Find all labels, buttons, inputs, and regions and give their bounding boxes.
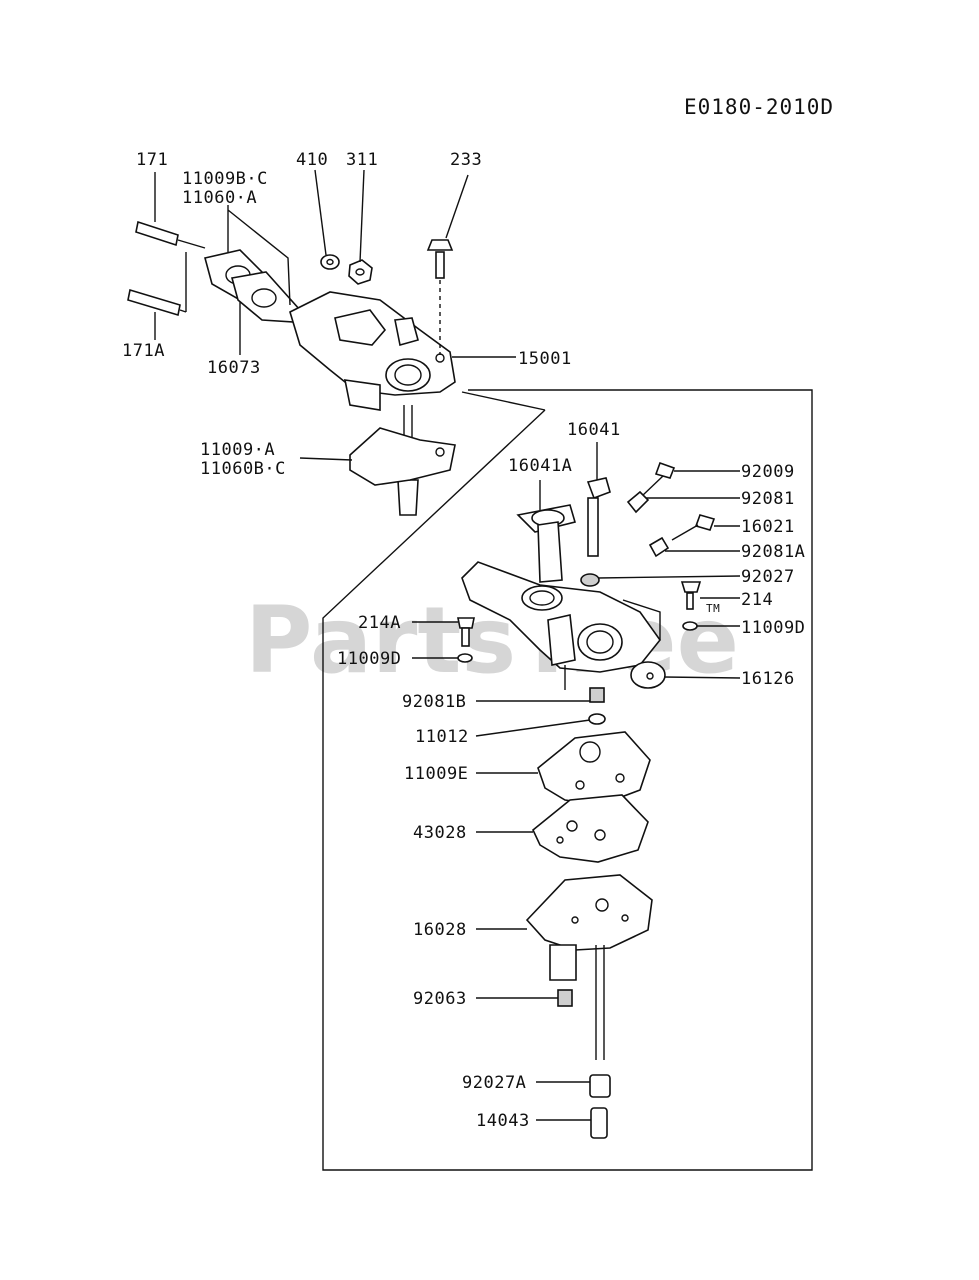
callout-92063: 92063 — [413, 989, 467, 1009]
callout-labels: 171 171A 11009B·C 11060·A 16073 410 311 … — [122, 150, 805, 1131]
callout-16126: 16126 — [741, 669, 795, 689]
stud-171[interactable] — [135, 220, 206, 249]
callout-410: 410 — [296, 150, 328, 170]
nut-311[interactable] — [348, 259, 373, 285]
callout-214: 214 — [741, 590, 773, 610]
callout-214A: 214A — [358, 613, 401, 633]
upper-leader-lines — [154, 169, 516, 461]
screen-14043[interactable] — [590, 1107, 608, 1139]
callout-92081B: 92081B — [402, 692, 466, 712]
detail-box — [322, 389, 813, 1171]
oring-11012[interactable] — [588, 713, 606, 725]
screw-233[interactable] — [426, 239, 454, 355]
trademark-mark: TM — [706, 602, 720, 615]
throttle-shaft-16041[interactable] — [586, 477, 611, 557]
washer-11009D-left[interactable] — [457, 653, 473, 663]
callout-15001: 15001 — [518, 349, 572, 369]
callout-311: 311 — [346, 150, 378, 170]
callout-92027A: 92027A — [462, 1073, 526, 1093]
detail-leader-lines — [412, 442, 741, 1121]
callout-92081A: 92081A — [741, 542, 805, 562]
callout-11060B-C: 11060B·C — [200, 459, 286, 479]
spring-92081A[interactable] — [648, 536, 670, 558]
screw-92063[interactable] — [557, 989, 573, 1007]
needle-16021[interactable] — [671, 514, 716, 541]
callout-92009: 92009 — [741, 462, 795, 482]
callout-16073: 16073 — [207, 358, 261, 378]
callout-11009E: 11009E — [404, 764, 468, 784]
callout-171A: 171A — [122, 341, 165, 361]
callout-11009D-left: 11009D — [337, 649, 401, 669]
callout-14043: 14043 — [476, 1111, 530, 1131]
callout-11009B-C: 11009B·C — [182, 169, 268, 189]
carburetor-body-15001[interactable] — [289, 291, 456, 411]
washer-11009D-right[interactable] — [682, 621, 698, 631]
callout-233: 233 — [450, 150, 482, 170]
choke-valve-16041A[interactable] — [516, 504, 577, 583]
screw-214A[interactable] — [457, 617, 475, 647]
callout-171: 171 — [136, 150, 168, 170]
callout-92081: 92081 — [741, 489, 795, 509]
callout-16041: 16041 — [567, 420, 621, 440]
screw-214[interactable] — [680, 581, 702, 610]
spring-92081[interactable] — [626, 490, 650, 514]
callout-11012: 11012 — [415, 727, 469, 747]
bushing-92027A[interactable] — [589, 1074, 611, 1098]
gasket-11009E[interactable] — [537, 731, 651, 806]
callout-11009D-right: 11009D — [741, 618, 805, 638]
callout-16041A: 16041A — [508, 456, 572, 476]
callout-92027: 92027 — [741, 567, 795, 587]
callout-16028: 16028 — [413, 920, 467, 940]
plate-43028[interactable] — [532, 794, 649, 863]
spring-92081B[interactable] — [589, 687, 605, 703]
washer-410[interactable] — [320, 254, 340, 270]
bushing-92027[interactable] — [580, 573, 600, 587]
screw-92009[interactable] — [641, 461, 676, 497]
diagram-code: E0180-2010D — [684, 95, 834, 119]
callout-11060A: 11060·A — [182, 188, 257, 208]
callout-16021: 16021 — [741, 517, 795, 537]
cover-plate-16126[interactable] — [630, 661, 666, 689]
callout-11009A: 11009·A — [200, 440, 275, 460]
stud-171A[interactable] — [127, 252, 187, 317]
pump-body-16028[interactable] — [525, 874, 653, 1060]
gasket-11009A[interactable] — [349, 427, 456, 486]
callout-43028: 43028 — [413, 823, 467, 843]
carburetor-main-body[interactable] — [461, 561, 662, 690]
